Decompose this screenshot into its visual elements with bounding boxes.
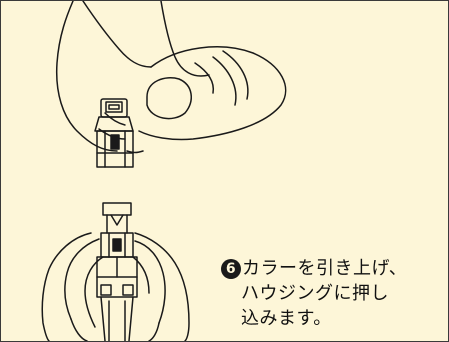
caption-text-1: カラーを引き上げ、 bbox=[242, 258, 408, 279]
caption-line-2: ハウジングに押し bbox=[241, 283, 389, 304]
housing-body bbox=[96, 130, 134, 168]
bottom-hand-illustration bbox=[41, 202, 190, 341]
caption-line-3: 込みます。 bbox=[241, 308, 332, 329]
step-number-badge: 6 bbox=[221, 259, 241, 279]
top-hand-illustration bbox=[55, 1, 287, 168]
